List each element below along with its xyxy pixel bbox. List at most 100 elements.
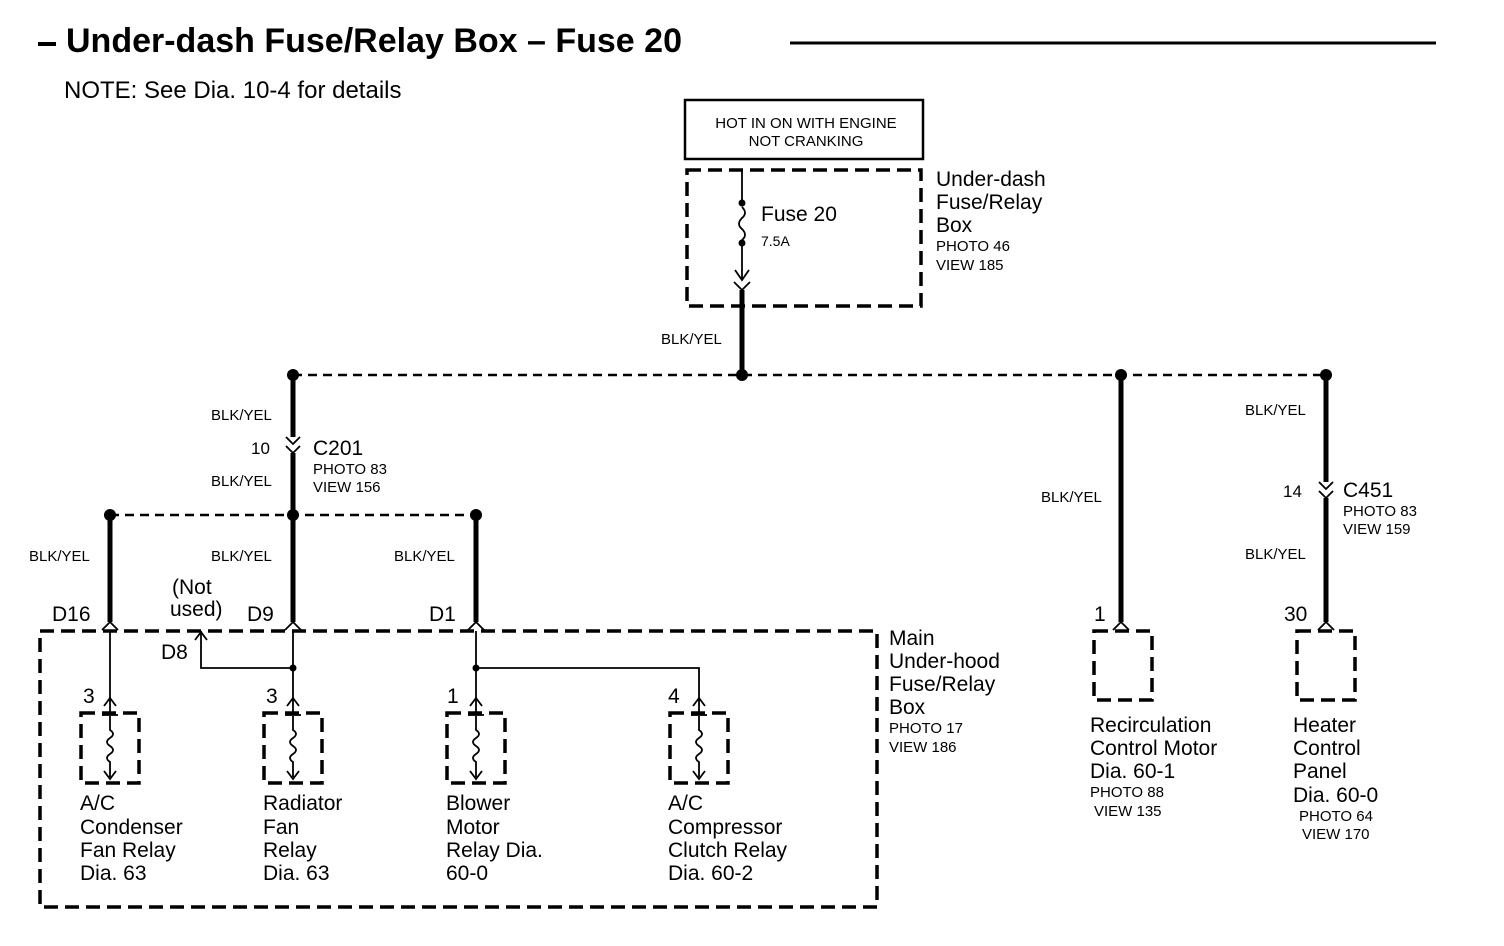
recirc-connector [1112, 620, 1130, 631]
underdash-box-label-2: Fuse/Relay [936, 191, 1043, 214]
c201-view: VIEW 156 [313, 479, 381, 496]
d9-label: D9 [247, 603, 274, 626]
relay-radiator-label-2: Fan [263, 816, 299, 839]
d1-wire-color: BLK/YEL [394, 548, 455, 565]
relay-condenser-pin: 3 [83, 685, 95, 708]
heater-label-2: Control [1293, 737, 1361, 760]
relay-radiator-pin: 3 [266, 685, 278, 708]
recirc-label-2: Control Motor [1090, 737, 1217, 760]
recirc-motor-box [1092, 629, 1154, 702]
c201-upper-wire-color: BLK/YEL [211, 407, 272, 424]
relay-blower-label-4: 60-0 [446, 862, 488, 885]
c451-lower-wire-color: BLK/YEL [1245, 546, 1306, 563]
relay-condenser-label-2: Condenser [80, 816, 183, 839]
underdash-fuse-box-outline [685, 168, 923, 308]
recirc-label-3: Dia. 60-1 [1090, 760, 1175, 783]
power-condition-line2: NOT CRANKING [749, 133, 864, 150]
relay-blower-coil-arrow [469, 770, 483, 781]
d1-junction [472, 664, 480, 672]
c201-connector-top [285, 436, 301, 446]
note-text: NOTE: See Dia. 10-4 for details [64, 77, 401, 104]
recirc-photo: PHOTO 88 [1090, 784, 1164, 801]
relay-radiator-label-1: Radiator [263, 792, 342, 815]
relay-compressor-label-4: Dia. 60-2 [668, 862, 753, 885]
main-box-label-4: Box [889, 696, 926, 719]
relay-radiator-arrow [286, 696, 300, 707]
relay-compressor-label-3: Clutch Relay [668, 839, 788, 862]
underdash-box-label-3: Box [936, 214, 973, 237]
d1-label: D1 [429, 603, 456, 626]
main-box-photo: PHOTO 17 [889, 720, 963, 737]
relay-radiator-coil-arrow [286, 770, 300, 781]
relay-compressor-coil-arrow [692, 770, 706, 781]
d9-wire-color: BLK/YEL [211, 548, 272, 565]
relay-blower-label-3: Relay Dia. [446, 839, 543, 862]
relay-blower-pin: 1 [447, 685, 459, 708]
relay-radiator-label-4: Dia. 63 [263, 862, 330, 885]
fuse-rating: 7.5A [761, 233, 790, 249]
fuse-name: Fuse 20 [761, 203, 837, 226]
relay-blower-label-2: Motor [446, 816, 500, 839]
relay-radiator-label-3: Relay [263, 839, 317, 862]
c451-name: C451 [1343, 479, 1393, 502]
d9-connector [284, 620, 302, 631]
recirc-label-1: Recirculation [1090, 714, 1211, 737]
fuse-20-symbol [738, 206, 746, 241]
power-condition-line1: HOT IN ON WITH ENGINE [715, 115, 896, 132]
c201-pin: 10 [251, 439, 270, 458]
c451-view: VIEW 159 [1343, 521, 1411, 538]
relay-condenser-label-4: Dia. 63 [80, 862, 147, 885]
underdash-box-view: VIEW 185 [936, 257, 1004, 274]
relay-radiator-box [262, 711, 324, 785]
main-box-view: VIEW 186 [889, 739, 957, 756]
recirc-view: VIEW 135 [1094, 803, 1162, 820]
d16-connector [101, 620, 119, 631]
recirc-wire-color: BLK/YEL [1041, 489, 1102, 506]
compressor-internal-wire [476, 667, 700, 712]
main-box-label-3: Fuse/Relay [889, 673, 996, 696]
d1-connector [467, 620, 485, 631]
relay-compressor-pin: 4 [668, 685, 680, 708]
heater-photo: PHOTO 64 [1299, 808, 1373, 825]
not-used-label-1: (Not [172, 576, 212, 599]
main-box-label-1: Main [889, 627, 935, 650]
relay-condenser-label-3: Fan Relay [80, 839, 176, 862]
c201-photo: PHOTO 83 [313, 461, 387, 478]
relay-blower-coil [472, 716, 480, 777]
relay-compressor-coil [695, 716, 703, 777]
d8-internal-wire [200, 631, 293, 669]
c451-connector-top [1318, 481, 1334, 491]
relay-blower-label-1: Blower [446, 792, 510, 815]
c451-photo: PHOTO 83 [1343, 503, 1417, 520]
relay-blower-arrow [469, 696, 483, 707]
d8-connector [194, 630, 208, 641]
heater-label-1: Heater [1293, 714, 1356, 737]
relay-radiator-coil [289, 716, 297, 777]
c201-connector-bottom [285, 445, 301, 455]
heater-label-4: Dia. 60-0 [1293, 784, 1378, 807]
relay-condenser-box [79, 711, 141, 785]
recirc-pin: 1 [1094, 603, 1106, 626]
heater-label-3: Panel [1293, 760, 1347, 783]
relay-condenser-arrow [103, 696, 117, 707]
relay-blower-box [445, 711, 507, 785]
fuse-terminal-top [738, 199, 746, 207]
heater-view: VIEW 170 [1302, 826, 1370, 843]
underdash-box-photo: PHOTO 46 [936, 238, 1010, 255]
main-box-label-2: Under-hood [889, 650, 1000, 673]
not-used-label-2: used) [170, 598, 223, 621]
underdash-box-label-1: Under-dash [936, 168, 1046, 191]
relay-condenser-coil [106, 716, 114, 777]
relay-compressor-label-2: Compressor [668, 816, 782, 839]
fuse-box-connector [733, 281, 751, 292]
main-underhood-box-outline [38, 629, 879, 909]
splice-main [736, 369, 748, 381]
c201-name: C201 [313, 437, 363, 460]
main-feed-wire-color: BLK/YEL [661, 331, 722, 348]
c451-pin: 14 [1283, 482, 1302, 501]
heater-pin: 30 [1284, 603, 1307, 626]
relay-condenser-coil-arrow [103, 770, 117, 781]
d16-wire-color: BLK/YEL [29, 548, 90, 565]
fuse-output-arrow [734, 269, 750, 282]
